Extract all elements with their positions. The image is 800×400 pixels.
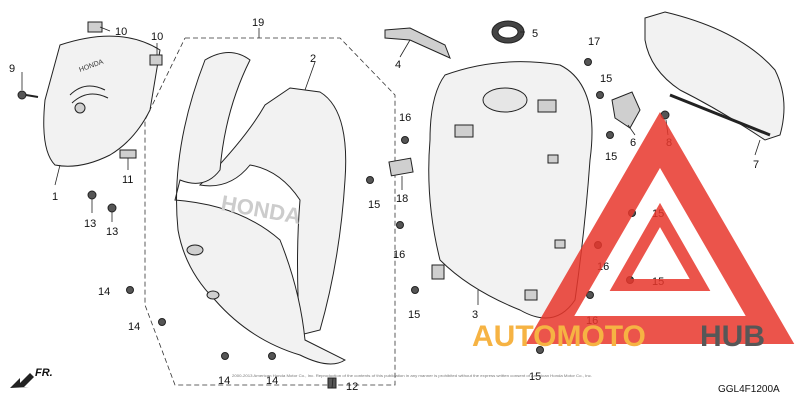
label-15-d: 15 [600,73,612,85]
bolt-13-b [107,203,117,213]
screw-15-d [596,91,604,99]
label-14-d: 14 [266,375,278,387]
bolt-9 [17,90,39,100]
screw-17 [584,58,592,66]
label-12: 12 [346,381,358,393]
label-10-b: 10 [151,31,163,43]
label-4: 4 [395,59,401,71]
diagram-code: GGL4F1200A [718,384,780,395]
part-5-grommet [491,20,525,44]
part-10-clip-a [87,21,103,33]
watermark-brand-part2: HUB [700,320,765,353]
screw-15-b [411,286,419,294]
label-6: 6 [630,137,636,149]
bolt-13-a [87,190,97,200]
label-11: 11 [122,174,133,186]
part-10-clip-b [149,54,163,66]
label-14-a: 14 [98,286,110,298]
label-18: 18 [396,193,408,205]
label-9: 9 [9,63,15,75]
front-indicator-label: FR. [35,367,53,379]
label-15-b: 15 [408,309,420,321]
watermark-brand-part1: AUTOMOTO [472,320,646,353]
label-10-a: 10 [115,26,127,38]
screw-16-a [401,136,409,144]
part-2-inner-cover [198,87,347,336]
front-arrow-icon [10,373,34,388]
part-7-lid [644,11,785,141]
front-arrow: FR. [10,367,53,388]
label-5: 5 [532,28,538,40]
screw-14-c [221,352,229,360]
label-16-a: 16 [399,112,411,124]
label-2: 2 [310,53,316,65]
label-15-c: 15 [529,371,541,383]
screw-14-a [126,286,134,294]
screw-15-c [536,346,544,354]
screw-14-d [268,352,276,360]
screw-15-a [366,176,374,184]
watermark-triangle-icon [525,112,795,344]
screw-14-b [158,318,166,326]
label-16-b: 16 [393,249,405,261]
label-15-e: 15 [605,151,617,163]
assembly-19-frame [144,37,396,386]
label-15-a: 15 [368,199,380,211]
label-7: 7 [753,159,759,171]
label-3: 3 [472,309,478,321]
label-1: 1 [52,191,58,203]
part-18-clip [388,157,414,177]
part-19-leg-shield: HONDA [174,52,346,365]
screw-15-e [606,131,614,139]
label-14-b: 14 [128,321,140,333]
leader-lines [21,26,761,389]
part-11-small-piece [119,149,137,159]
watermark-inner-triangle-icon [609,202,711,291]
label-17: 17 [588,36,600,48]
part-4-trim-strip [384,27,451,59]
watermark-logo: AUTOMOTO HUB [472,112,795,353]
copyright-note: 2000-2013 American Honda Motor Co., Inc.… [232,373,592,378]
screw-16-b [396,221,404,229]
label-14-c: 14 [218,375,230,387]
part-3-inner-rack [428,61,593,319]
part-6-hinge [611,91,641,129]
screw-16-d [586,291,594,299]
label-19: 19 [252,17,264,29]
label-13-a: 13 [84,218,96,230]
part-1-front-cover: HONDA [43,35,161,167]
label-13-b: 13 [106,226,118,238]
